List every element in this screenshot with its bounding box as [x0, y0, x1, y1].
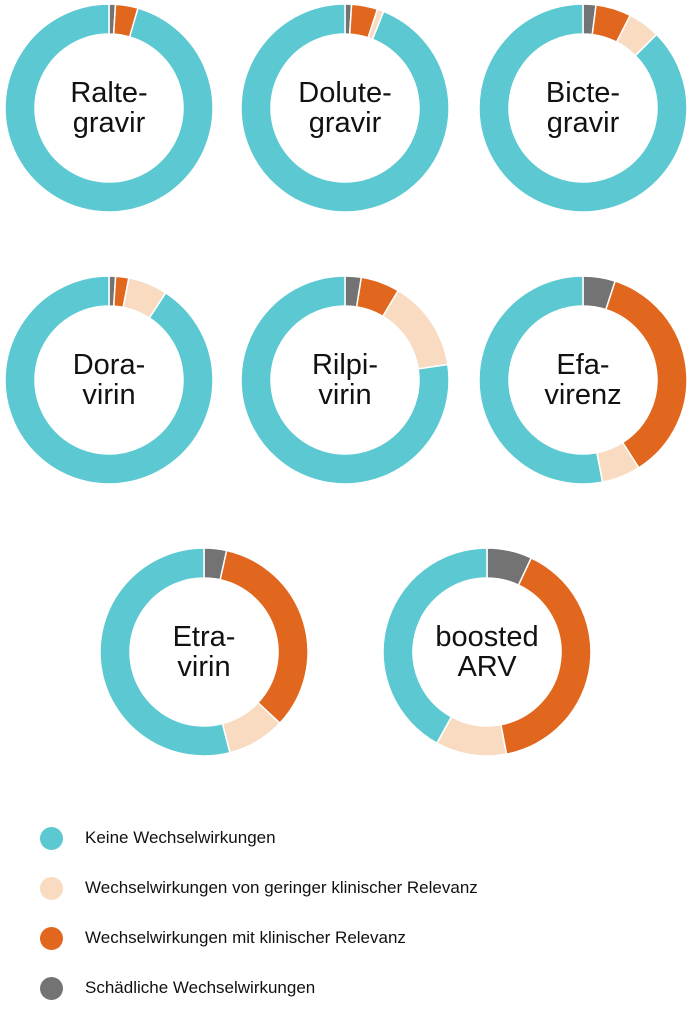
- legend-swatch-klinisch: [40, 926, 63, 950]
- donut-chart-1: Dolute-gravir: [240, 3, 450, 213]
- donut-label-1-line-1: gravir: [309, 107, 382, 139]
- donut-label-0-line-0: Ralte-: [70, 77, 147, 109]
- donut-label-7-line-0: boosted: [435, 621, 538, 653]
- donut-charts: Ralte-gravirDolute-gravirBicte-gravirDor…: [4, 3, 688, 757]
- donut-chart-0: Ralte-gravir: [4, 3, 214, 213]
- donut-label-2-line-1: gravir: [547, 107, 620, 139]
- legend-label-gering: Wechselwirkungen von geringer klinischer…: [85, 878, 478, 897]
- donut-chart-3: Dora-virin: [4, 275, 214, 485]
- legend-label-schaedlich: Schädliche Wechselwirkungen: [85, 978, 316, 997]
- donut-slice-7-keine: [382, 547, 488, 745]
- donut-label-3-line-1: virin: [82, 379, 135, 411]
- donut-label-3-line-0: Dora-: [73, 349, 146, 381]
- legend-label-klinisch: Wechselwirkungen mit klinischer Relevanz: [85, 928, 406, 947]
- donut-label-1-line-0: Dolute-: [298, 77, 392, 109]
- donut-label-0-line-1: gravir: [73, 107, 146, 139]
- donut-slice-5-klinisch: [604, 280, 688, 469]
- donut-chart-2: Bicte-gravir: [478, 3, 688, 213]
- donut-label-6-line-0: Etra-: [173, 621, 236, 653]
- legend-swatch-schaedlich: [40, 976, 63, 1000]
- donut-label-7-line-1: ARV: [457, 651, 517, 683]
- legend: Keine Wechselwirkungen Wechselwirkungen …: [40, 826, 680, 1026]
- donut-label-5-line-1: virenz: [544, 379, 621, 411]
- donut-chart-6: Etra-virin: [99, 547, 309, 757]
- donut-label-4-line-1: virin: [318, 379, 371, 411]
- donut-slice-2-keine: [478, 3, 688, 213]
- donut-chart-4: Rilpi-virin: [240, 275, 450, 485]
- donut-slice-0-keine: [4, 3, 214, 213]
- legend-item-keine: Keine Wechselwirkungen: [40, 826, 680, 850]
- donut-slice-4-keine: [240, 275, 450, 485]
- legend-item-gering: Wechselwirkungen von geringer klinischer…: [40, 876, 680, 900]
- donut-chart-5: Efa-virenz: [478, 275, 688, 485]
- donut-slice-4-gering: [381, 289, 449, 370]
- donut-slice-3-keine: [4, 275, 214, 485]
- donut-slice-1-keine: [240, 3, 450, 213]
- legend-label-keine: Keine Wechselwirkungen: [85, 828, 276, 847]
- legend-item-schaedlich: Schädliche Wechselwirkungen: [40, 976, 680, 1000]
- donut-label-4-line-0: Rilpi-: [312, 349, 378, 381]
- legend-item-klinisch: Wechselwirkungen mit klinischer Relevanz: [40, 926, 680, 950]
- legend-swatch-keine: [40, 826, 63, 850]
- donut-slice-6-keine: [99, 547, 231, 757]
- legend-swatch-gering: [40, 876, 63, 900]
- donut-slice-5-keine: [478, 275, 604, 485]
- donut-label-2-line-0: Bicte-: [546, 77, 620, 109]
- donut-slice-7-klinisch: [499, 556, 592, 756]
- donut-label-5-line-0: Efa-: [556, 349, 609, 381]
- donut-label-6-line-1: virin: [177, 651, 230, 683]
